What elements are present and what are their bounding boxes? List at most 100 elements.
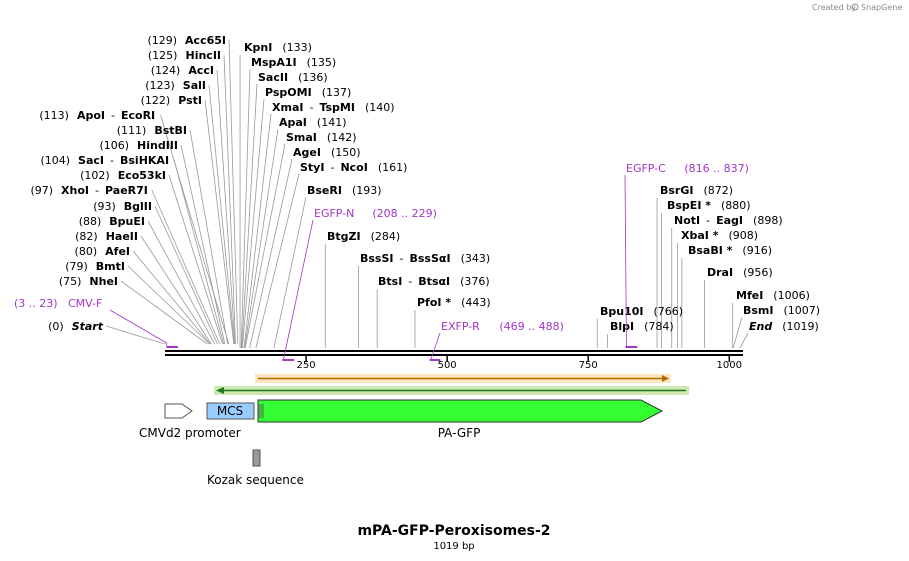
site-dash: - <box>110 154 114 167</box>
site-position: (111) <box>117 124 147 137</box>
site-position: (137) <box>322 86 352 99</box>
credit-brand: SnapGene <box>861 3 902 12</box>
site-name: Bpu10I <box>600 305 644 318</box>
site-position: (284) <box>371 230 401 243</box>
site-position: (1019) <box>782 320 819 333</box>
site-eco53ki: Eco53kI(102) <box>80 169 166 182</box>
site-position: (97) <box>30 184 53 197</box>
restriction-sites: Start(0)NheI(75)BmtI(79)AfeI(80)HaeII(82… <box>30 34 820 333</box>
site-name: KpnI <box>244 41 272 54</box>
site-pspomi: PspOMI(137) <box>265 86 351 99</box>
site-bspei: BspEI *(880) <box>667 199 751 212</box>
site-leader <box>132 250 211 345</box>
site-name-2: EcoRI <box>121 109 155 122</box>
primer-exfp-r: EXFP-R(469 .. 488) <box>429 320 564 361</box>
primer-range: (3 .. 23) <box>14 297 58 310</box>
site-leader <box>244 128 279 349</box>
site-position: (104) <box>40 154 70 167</box>
site-name: XbaI * <box>681 229 719 242</box>
site-position: (102) <box>80 169 110 182</box>
site-position: (766) <box>654 305 684 318</box>
site-name: MfeI <box>736 289 763 302</box>
site-position: (82) <box>75 230 98 243</box>
site-dash: - <box>706 214 710 227</box>
site-position: (142) <box>327 131 357 144</box>
site-leader <box>140 235 212 345</box>
site-leader <box>273 196 307 349</box>
site-bpuei: BpuEI(88) <box>79 215 145 228</box>
site-position: (133) <box>282 41 312 54</box>
map-title: mPA-GFP-Peroxisomes-2 <box>357 523 550 539</box>
site-name: NheI <box>89 275 118 288</box>
feature-label-pa-gfp: PA-GFP <box>438 426 481 440</box>
site-leader <box>255 173 300 349</box>
primer-range: (469 .. 488) <box>499 320 564 333</box>
site-name-2: BsiHKAI <box>120 154 169 167</box>
cut-site-leaders <box>105 39 749 349</box>
site-bstbi: BstBI (111) <box>117 124 187 137</box>
site-name-2: EagI <box>716 214 743 227</box>
feature-cmvd2-promoter: CMVd2 promoter <box>139 403 241 440</box>
site-xmai: XmaI-TspMI(140) <box>272 101 395 114</box>
site-saci: SacI(104)-BsiHKAI <box>40 154 169 167</box>
site-afei: AfeI (80) <box>75 245 130 258</box>
site-leader <box>154 205 218 345</box>
site-name: BseRI <box>307 184 342 197</box>
site-blpi: BlpI(784) <box>610 320 674 333</box>
site-position: (88) <box>79 215 102 228</box>
site-name: ApoI <box>77 109 105 122</box>
site-leader <box>151 189 221 345</box>
site-agei: AgeI(150) <box>293 146 361 159</box>
primer-range: (816 .. 837) <box>684 162 749 175</box>
site-dash: - <box>408 275 412 288</box>
site-position: (129) <box>147 34 177 47</box>
ruler-tick-label: 500 <box>438 360 457 371</box>
snapgene-logo-icon <box>851 3 859 11</box>
site-position: (122) <box>141 94 171 107</box>
site-name: BglII <box>124 200 152 213</box>
site-name: HincII <box>185 49 221 62</box>
site-name: AfeI <box>105 245 130 258</box>
site-name: HindIII <box>137 139 178 152</box>
site-acc65i: Acc65I(129) <box>147 34 226 47</box>
site-leader <box>223 54 236 345</box>
site-name: SacII <box>258 71 288 84</box>
site-leader <box>243 113 272 349</box>
feature-label-kozak: Kozak sequence <box>207 473 304 487</box>
ruler-tick-label: 1000 <box>717 360 742 371</box>
primer-range: (208 .. 229) <box>372 207 437 220</box>
site-name: PstI <box>178 94 202 107</box>
site-bsabi: BsaBI *(916) <box>688 244 772 257</box>
site-psti: PstI (122) <box>141 94 202 107</box>
site-name-2: NcoI <box>340 161 367 174</box>
primer-name: EGFP-N <box>314 207 354 220</box>
site-name: SalI <box>183 79 206 92</box>
site-position: (125) <box>148 49 178 62</box>
primer-egfp-n: EGFP-N (208 .. 229) <box>282 207 437 361</box>
site-position: (141) <box>317 116 347 129</box>
sequence-backbone <box>165 350 743 356</box>
site-position: (79) <box>65 260 88 273</box>
site-name-2: TspMI <box>319 101 355 114</box>
feature-kozak: Kozak sequence <box>207 449 304 487</box>
site-position: (916) <box>742 244 772 257</box>
site-bsrgi: BsrGI(872) <box>660 184 733 197</box>
site-name: BstBI <box>154 124 187 137</box>
site-drai: DraI(956) <box>707 266 773 279</box>
primer-name: CMV-F <box>68 297 102 310</box>
site-name: SmaI <box>286 131 317 144</box>
site-dash: - <box>309 101 313 114</box>
site-start: Start(0) <box>48 320 104 333</box>
site-leader <box>732 316 743 349</box>
site-position: (80) <box>75 245 98 258</box>
site-bglii: BglII (93) <box>93 200 152 213</box>
site-position: (343) <box>461 252 491 265</box>
map-length: 1019 bp <box>433 541 474 552</box>
credit-text: Created by <box>812 3 856 12</box>
site-leader <box>228 39 239 345</box>
primer-leader <box>282 219 314 361</box>
site-position: (93) <box>93 200 116 213</box>
site-name: BsrGI <box>660 184 693 197</box>
site-pfoi: PfoI *(443) <box>417 296 491 309</box>
